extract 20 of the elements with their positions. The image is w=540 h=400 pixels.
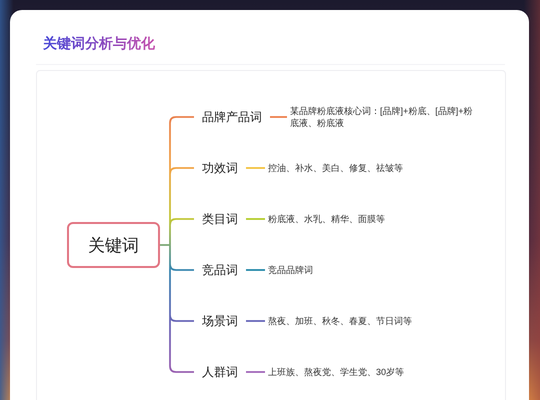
connector-line [270,116,287,118]
branch-label: 人群词 [194,364,246,380]
branch-label: 品牌产品词 [194,109,270,125]
detail-text: 粉底液、水乳、精华、面膜等 [265,213,385,225]
detail-text: 某品牌粉底液核心词：[品牌]+粉底、[品牌]+粉底液、粉底液 [287,105,479,129]
connector-line [246,218,265,220]
detail-text: 熬夜、加班、秋冬、春夏、节日词等 [265,315,412,327]
detail-text: 上班族、熬夜党、学生党、30岁等 [265,366,404,378]
branch-label: 功效词 [194,160,246,176]
connector-line [246,320,265,322]
branch-label: 场景词 [194,313,246,329]
connector-line [246,269,265,271]
topic-box: 关键词 [67,222,160,268]
connector-line [159,116,195,373]
branch-label: 类目词 [194,211,246,227]
connector-line [246,167,265,169]
branch-label: 竞品词 [194,262,246,278]
connector-line [246,371,265,373]
detail-text: 控油、补水、美白、修复、祛皱等 [265,162,403,174]
detail-text: 竞品品牌词 [265,264,313,276]
